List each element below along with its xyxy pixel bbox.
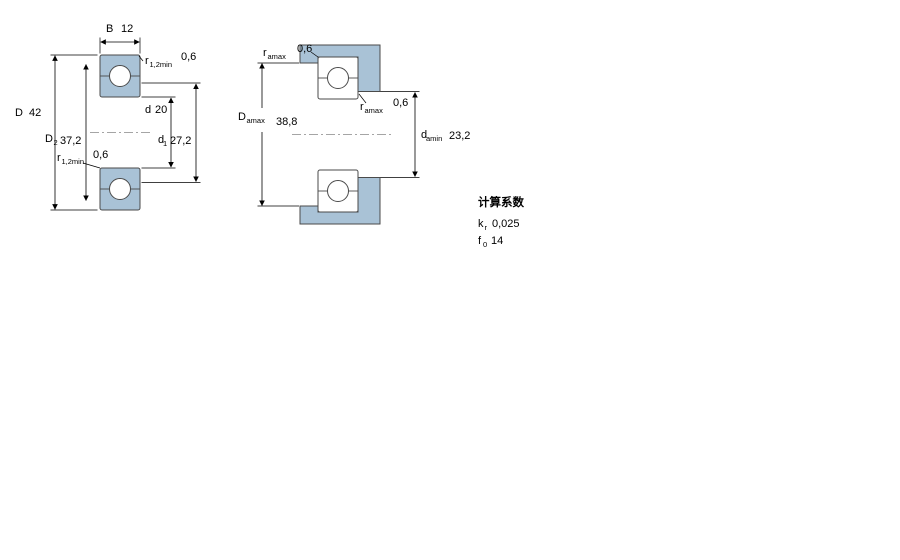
dim-B-symbol: B [106, 23, 113, 35]
dim-r12-top-value: 0,6 [181, 51, 196, 63]
leader-line [138, 55, 144, 62]
dim-ra-top-value: 0,6 [297, 43, 312, 55]
dim-da-value: 23,2 [449, 130, 470, 142]
dim-ra-top-subscript: amax [268, 52, 287, 61]
dim-d-value: 20 [155, 104, 167, 116]
dim-r12-bottom-value: 0,6 [93, 149, 108, 161]
factor-f0-subscript: 0 [483, 240, 487, 249]
dim-Da-subscript: amax [247, 116, 266, 125]
dim-r12-bottom-subscript: 1,2min [62, 157, 85, 166]
dim-d1-subscript: 1 [163, 139, 167, 148]
leader-line [358, 93, 367, 104]
ball [327, 180, 349, 202]
dim-Da-value: 38,8 [276, 116, 297, 128]
ball [327, 67, 349, 89]
left-view-boundary-dimensions: B 12 r 1,2min 0,6 D 42 D 2 37,2 r 1,2min… [15, 23, 201, 211]
calculation-factors: 计算系数 k r 0,025 f 0 14 [478, 195, 524, 249]
factor-kr-value: 0,025 [492, 218, 520, 230]
factor-f0-symbol: f [478, 235, 482, 247]
dim-D2-symbol: D [45, 133, 53, 145]
dim-d-symbol: d [145, 104, 151, 116]
leader-line [310, 51, 319, 58]
dim-d1-value: 27,2 [170, 135, 191, 147]
leader-line [82, 162, 101, 169]
dim-ra-mid-subscript: amax [365, 106, 384, 115]
dim-Da-symbol: D [238, 111, 246, 123]
factor-kr-symbol: k [478, 218, 484, 230]
ball [109, 178, 131, 200]
dim-ra-mid-value: 0,6 [393, 97, 408, 109]
dim-r12-bottom-symbol: r [57, 152, 61, 164]
dim-ra-mid-symbol: r [360, 101, 364, 113]
dim-D2-subscript: 2 [54, 138, 58, 147]
dim-D2-value: 37,2 [60, 135, 81, 147]
dim-ra-top-symbol: r [263, 47, 267, 59]
dim-B-value: 12 [121, 23, 133, 35]
dim-r12-top-symbol: r [145, 55, 149, 67]
ball [109, 65, 131, 87]
calculation-factors-heading: 计算系数 [478, 195, 524, 209]
right-view-abutment-dimensions: r amax 0,6 D amax 38,8 r amax 0,6 d amin… [238, 43, 470, 225]
dim-da-subscript: amin [426, 134, 442, 143]
dim-r12-top-subscript: 1,2min [150, 60, 173, 69]
dim-D-value: 42 [29, 107, 41, 119]
factor-kr-subscript: r [485, 223, 488, 232]
dim-D-symbol: D [15, 107, 23, 119]
dim-da-symbol: d [421, 129, 427, 141]
dim-d1-symbol: d [158, 134, 164, 146]
factor-f0-value: 14 [491, 235, 503, 247]
